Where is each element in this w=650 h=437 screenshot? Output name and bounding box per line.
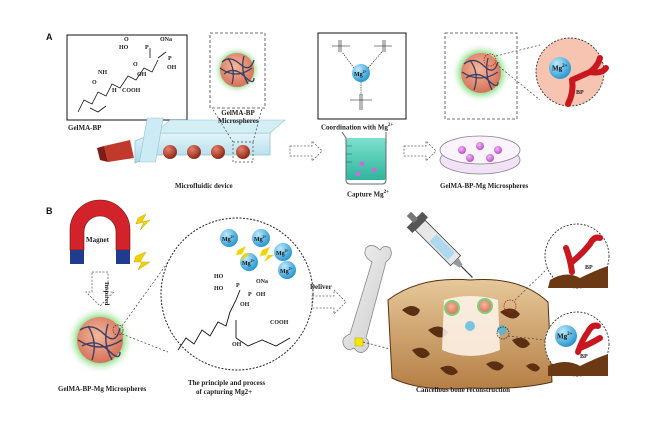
pmg1-text: Mg [222, 237, 231, 243]
microfluidic-label: Microfluidic device [175, 182, 233, 190]
magnet [69, 199, 151, 271]
gelma-bp-structure-box [66, 34, 188, 121]
chem-cooh-a: COOH [122, 88, 141, 94]
bp-zoom-label: BP [585, 265, 593, 271]
chem-oh-a1: OH [167, 65, 177, 71]
chem-o-a1: O [124, 37, 129, 43]
panel-b-letter: B [46, 206, 53, 216]
pmg5-text: Mg [280, 269, 289, 275]
pmg4-sup: 2+ [284, 248, 289, 253]
mg-bp-zoom-circle-b [544, 311, 610, 377]
chem-nh-a: NH [98, 70, 107, 76]
chem-o-a2: O [133, 62, 138, 68]
chem-oh-b1: OH [256, 292, 266, 298]
principle-mg-1: Mg2+ [222, 234, 235, 243]
inspired-arrow [85, 271, 115, 307]
chem-p-b1: P [236, 283, 240, 289]
zoom-b-bp-label: BP [580, 354, 588, 360]
principle-mg-3: Mg2+ [242, 258, 255, 267]
chem-cooh-b: COOH [270, 320, 289, 326]
coordination-sup: 2+ [387, 123, 394, 128]
coordination-text: Coordination with Mg [321, 123, 388, 132]
gelma-bp-microspheres-label: GelMA-BP Microspheres [218, 109, 259, 126]
microfluidic-device [97, 117, 286, 164]
zoom-line-b-bottom [121, 333, 169, 353]
gelma-bp-label: GelMA-BP [68, 124, 102, 132]
chem-ona-a: ONa [160, 37, 172, 43]
mg-bp-zoom-circle-a [535, 37, 609, 107]
capture-label: Capture Mg2+ [347, 190, 389, 198]
bead-3 [211, 145, 225, 159]
principle-mg-ions [220, 229, 296, 279]
pmg1-sup: 2+ [230, 234, 235, 239]
zoom-a-mg-sup: 2+ [562, 64, 568, 69]
bead-2 [187, 145, 201, 159]
zoom-b-mg-sup: 2+ [567, 332, 573, 337]
principle-mg-5: Mg2+ [280, 266, 293, 275]
chem-o-a3: O [92, 80, 97, 86]
chem-ho-b1: HO [214, 274, 224, 280]
coord-mg-sup: 2+ [362, 69, 367, 74]
zoom-b-mg-text: Mg [557, 332, 568, 341]
chem-ho-b2: HO [214, 286, 224, 292]
zoom-a-bp-label: BP [576, 90, 584, 96]
capture-text: Capture Mg [347, 190, 384, 199]
chem-p-b2: P [248, 292, 252, 298]
pmg2-sup: 2+ [262, 234, 267, 239]
magnet-label: Magnet [86, 236, 109, 244]
pmg4-text: Mg [276, 251, 285, 257]
bead-4 [236, 145, 250, 159]
bead-1 [163, 145, 177, 159]
long-bone [342, 245, 392, 353]
zoom-line-left [211, 107, 234, 143]
pmg5-sup: 2+ [288, 266, 293, 271]
syringe [406, 211, 473, 278]
zoom-a-mg-label: Mg2+ [552, 64, 567, 72]
chem-oh-b3: OH [232, 342, 242, 348]
zoom-a-mg-text: Mg [552, 64, 563, 73]
cancellous-bone [387, 278, 553, 390]
gelma-bp-microsphere-box [209, 32, 266, 109]
capture-beaker [341, 131, 387, 185]
coord-mg-text: Mg [354, 72, 363, 78]
dashed-arrow-2 [403, 140, 437, 162]
coordination-mg-ion [352, 64, 370, 82]
microsphere-b [66, 306, 134, 374]
gelma-bp-mg-microspheres-b-label: GelMA-BP-Mg Microspheres [58, 385, 147, 393]
principle-line-1: The principle and process [188, 379, 266, 387]
principle-line-2: of capturing Mg2+ [196, 388, 253, 396]
petri-dish [439, 135, 521, 175]
pmg3-text: Mg [242, 261, 251, 267]
chem-h-a: H [112, 88, 117, 94]
chem-ho-a1: HO [119, 45, 129, 51]
chem-p-a1: P [145, 45, 149, 51]
gelma-bp-mg-microspheres-a-label: GelMA-BP-Mg Microspheres [440, 182, 529, 190]
chem-oh-a2: OH [137, 72, 147, 78]
pmg2-text: Mg [254, 237, 263, 243]
chem-oh-b2: OH [240, 302, 250, 308]
coordination-box [317, 32, 407, 120]
principle-mg-2: Mg2+ [254, 234, 267, 243]
coordination-label: Coordination with Mg2+ [321, 123, 393, 131]
dashed-arrow-1 [289, 140, 323, 162]
zoom-line-right [252, 107, 263, 143]
zoom-line-b-top [121, 261, 169, 327]
principle-mg-4: Mg2+ [276, 248, 289, 257]
bp-zoom-circle [544, 223, 610, 289]
capture-sup: 2+ [383, 190, 389, 195]
pmg3-sup: 2+ [250, 258, 255, 263]
cancellous-label: Cancellous bone reconstruction [416, 386, 510, 394]
inspired-label: Inspired [103, 282, 110, 306]
deliver-label: Deliver [310, 283, 332, 291]
gelma-bp-mg-microsphere-box [444, 32, 518, 120]
chem-ona-b: ONa [256, 279, 268, 285]
zoom-line-a-bottom [495, 63, 541, 101]
coordination-mg-label: Mg2+ [354, 69, 367, 78]
zoom-b-mg-label: Mg2+ [557, 332, 572, 340]
panel-a-letter: A [46, 32, 53, 42]
chem-p-a2: P [168, 56, 172, 62]
zoom-line-a-top [495, 44, 541, 57]
deliver-arrow [311, 289, 347, 315]
